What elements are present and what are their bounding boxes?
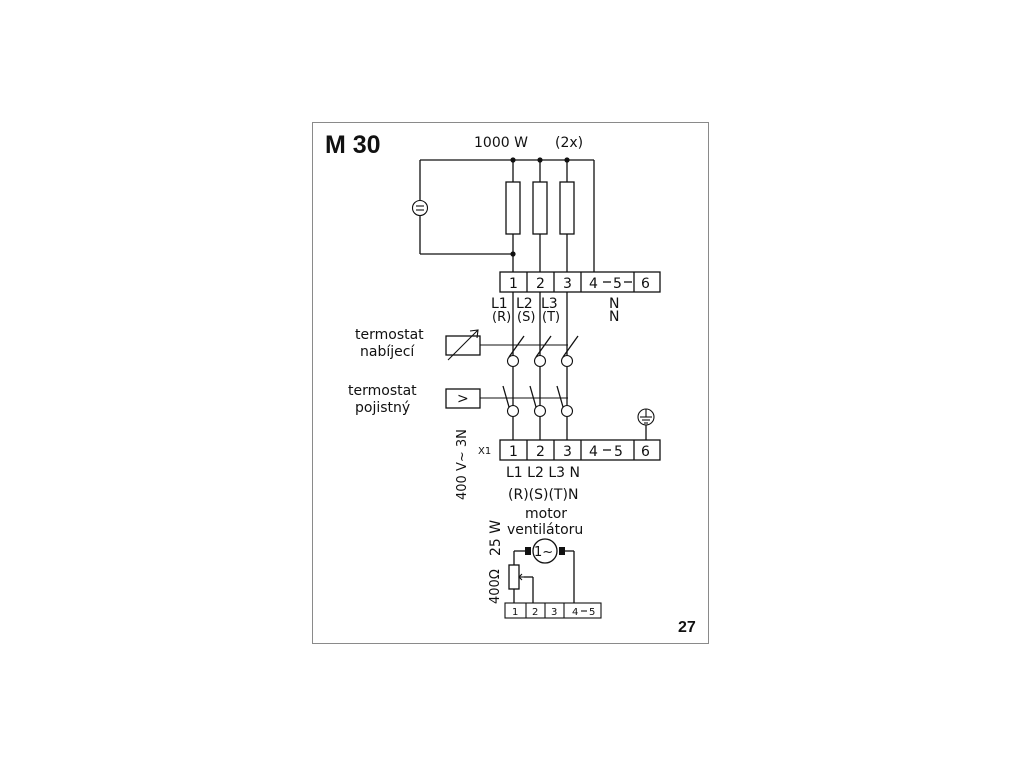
top-terminal-4: 4 xyxy=(589,276,598,292)
motor-terminal-2: 2 xyxy=(532,607,538,618)
switch-icon xyxy=(533,335,552,368)
terminal-id: X1 xyxy=(478,446,491,457)
main-terminal-4: 4 xyxy=(589,444,598,460)
heater-element-icon xyxy=(532,160,548,272)
switch-icon xyxy=(560,335,579,368)
heater-element-icon xyxy=(505,160,521,272)
main-phase-labels: L1 L2 L3 N xyxy=(506,465,580,481)
switch-icon xyxy=(556,385,574,418)
heater-bus xyxy=(419,157,595,272)
main-phase-alt-labels: (R)(S)(T)N xyxy=(508,487,578,503)
safety-thermostat-label-2: pojistný xyxy=(355,400,410,416)
motor-label-2: ventilátoru xyxy=(507,522,583,538)
resistor-label: 400Ω xyxy=(488,569,503,604)
diagram-frame xyxy=(312,122,709,644)
switch-icon xyxy=(506,335,525,368)
phase-label-l2: L2 xyxy=(516,296,533,312)
motor-power-label: 25 W xyxy=(488,520,504,556)
charging-thermostat-label-2: nabíjecí xyxy=(360,344,415,360)
supply-voltage-label: 400 V~ 3N xyxy=(455,429,470,500)
top-terminal-2: 2 xyxy=(536,276,545,292)
phase-label-t: (T) xyxy=(542,310,560,325)
motor-icon: 1~ xyxy=(525,538,565,564)
motor-wiring xyxy=(513,550,575,603)
phase-label-s: (S) xyxy=(517,310,535,325)
top-terminal-6: 6 xyxy=(641,276,650,292)
switch-icon xyxy=(502,385,520,418)
neutral-label-2: N xyxy=(609,309,619,325)
motor-terminal-3: 3 xyxy=(551,607,557,618)
safety-symbol: > xyxy=(457,391,469,407)
phase-label-l3: L3 xyxy=(541,296,558,312)
main-terminal-1: 1 xyxy=(509,444,518,460)
safety-thermostat-icon: > xyxy=(445,388,568,409)
motor-terminal-block: 1 2 3 4 5 xyxy=(504,602,602,619)
model-title: M 30 xyxy=(325,131,381,159)
charging-thermostat-label-1: termostat xyxy=(355,327,424,343)
page-number: 27 xyxy=(678,619,696,636)
power-label: 1000 W xyxy=(474,135,528,151)
count-label: (2x) xyxy=(555,135,583,151)
main-terminal-5: 5 xyxy=(614,444,623,460)
potentiometer-icon xyxy=(508,564,524,590)
ground-icon xyxy=(637,408,655,440)
heater-element-icon xyxy=(559,160,575,272)
top-terminal-block: 1 2 3 4 5 6 xyxy=(499,271,661,293)
main-terminal-2: 2 xyxy=(536,444,545,460)
motor-label-1: motor xyxy=(525,506,567,522)
top-terminal-1: 1 xyxy=(509,276,518,292)
top-terminal-5: 5 xyxy=(613,276,622,292)
capacitor-icon xyxy=(411,199,429,217)
safety-thermostat-label-1: termostat xyxy=(348,383,417,399)
motor-terminal-5: 5 xyxy=(589,607,595,618)
main-terminal-6: 6 xyxy=(641,444,650,460)
motor-terminal-4: 4 xyxy=(572,607,578,618)
switch-icon xyxy=(529,385,547,418)
phase-label-r: (R) xyxy=(492,310,511,325)
phase-label-l1: L1 xyxy=(491,296,508,312)
charging-thermostat-icon xyxy=(445,329,568,361)
top-terminal-3: 3 xyxy=(563,276,572,292)
motor-terminal-1: 1 xyxy=(512,607,518,618)
motor-symbol: 1~ xyxy=(534,545,553,560)
main-terminal-3: 3 xyxy=(563,444,572,460)
main-terminal-block: 1 2 3 4 5 6 xyxy=(499,439,661,461)
neutral-label-1: N xyxy=(609,296,619,312)
